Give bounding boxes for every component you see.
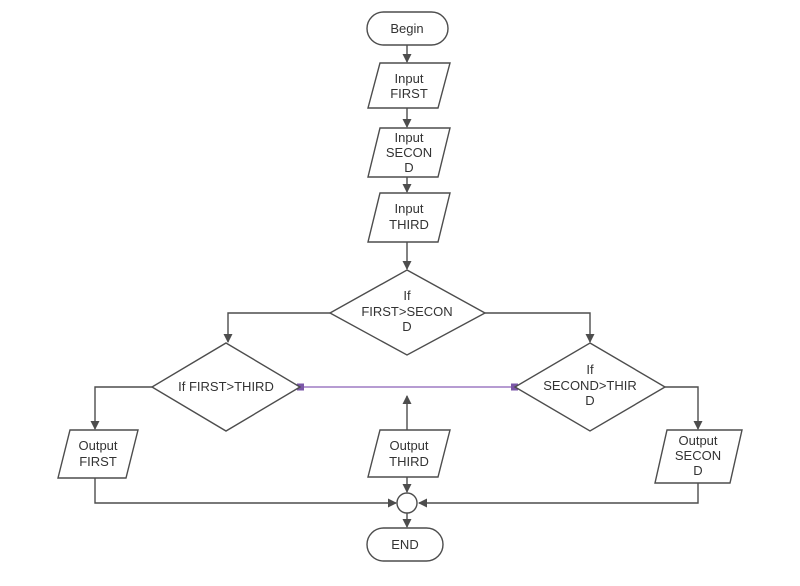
- parallelogram-shape[interactable]: [367, 192, 451, 243]
- node-begin[interactable]: Begin: [366, 11, 449, 46]
- node-output-second-label-line1: Output: [678, 433, 717, 448]
- node-input-second-label-line2: SECON: [386, 145, 432, 160]
- node-output-second-label-line2: SECON: [675, 448, 721, 463]
- connector-decision1-to-decision-second-third[interactable]: [485, 312, 595, 343]
- node-input-first-label-line2: FIRST: [390, 86, 428, 101]
- node-input-second-label-line1: Input: [395, 130, 424, 145]
- node-end[interactable]: END: [366, 527, 444, 562]
- junction-connector-circle[interactable]: [396, 492, 418, 514]
- decision1-label-line1: If: [403, 288, 411, 303]
- terminator-shape[interactable]: [366, 527, 444, 562]
- node-output-second-label-line3: D: [693, 463, 702, 478]
- node-decision-second-gt-third[interactable]: If SECOND>THIR D: [513, 342, 667, 432]
- node-output-first-label-line2: FIRST: [79, 454, 117, 469]
- parallelogram-shape[interactable]: [654, 429, 743, 484]
- connector-output-first-to-junction[interactable]: [94, 478, 397, 508]
- connector-decision3-to-output-second[interactable]: [665, 386, 703, 430]
- node-decision-first-gt-third[interactable]: If FIRST>THIRD: [150, 342, 302, 432]
- decision1-label-line3: D: [402, 319, 411, 334]
- decision-diamond-shape[interactable]: [150, 342, 302, 432]
- parallelogram-shape[interactable]: [367, 62, 451, 109]
- node-input-first-label-line1: Input: [395, 71, 424, 86]
- node-begin-label: Begin: [390, 21, 423, 36]
- node-input-third[interactable]: Input THIRD: [367, 192, 451, 243]
- node-decision-first-gt-second[interactable]: If FIRST>SECON D: [328, 269, 487, 356]
- node-input-first[interactable]: Input FIRST: [367, 62, 451, 109]
- node-output-third-label-line1: Output: [389, 438, 428, 453]
- node-input-second-label-line3: D: [404, 160, 413, 175]
- terminator-shape[interactable]: [366, 11, 449, 46]
- connector-output-second-to-junction[interactable]: [418, 483, 699, 508]
- decision1-label-line2: FIRST>SECON: [361, 304, 452, 319]
- node-end-label: END: [391, 537, 418, 552]
- connector-decision2-to-output-first[interactable]: [90, 386, 152, 430]
- node-input-second[interactable]: Input SECON D: [367, 127, 451, 178]
- parallelogram-shape[interactable]: [367, 429, 451, 478]
- parallelogram-shape[interactable]: [367, 127, 451, 178]
- node-output-third[interactable]: Output THIRD: [367, 429, 451, 478]
- decision2-label: If FIRST>THIRD: [178, 379, 274, 394]
- decision3-label-line2: SECOND>THIR: [543, 378, 637, 393]
- node-output-first[interactable]: Output FIRST: [57, 429, 139, 479]
- decision3-label-line1: If: [586, 362, 594, 377]
- node-output-first-label-line1: Output: [78, 438, 117, 453]
- decision-diamond-shape[interactable]: [513, 342, 667, 432]
- connector-decision1-to-decision-first-third[interactable]: [223, 312, 330, 343]
- node-output-second[interactable]: Output SECON D: [654, 429, 743, 484]
- node-output-third-label-line2: THIRD: [389, 454, 429, 469]
- node-input-third-label-line1: Input: [395, 201, 424, 216]
- node-input-third-label-line2: THIRD: [389, 217, 429, 232]
- decision-diamond-shape[interactable]: [328, 269, 487, 356]
- parallelogram-shape[interactable]: [57, 429, 139, 479]
- decision3-label-line3: D: [585, 393, 594, 408]
